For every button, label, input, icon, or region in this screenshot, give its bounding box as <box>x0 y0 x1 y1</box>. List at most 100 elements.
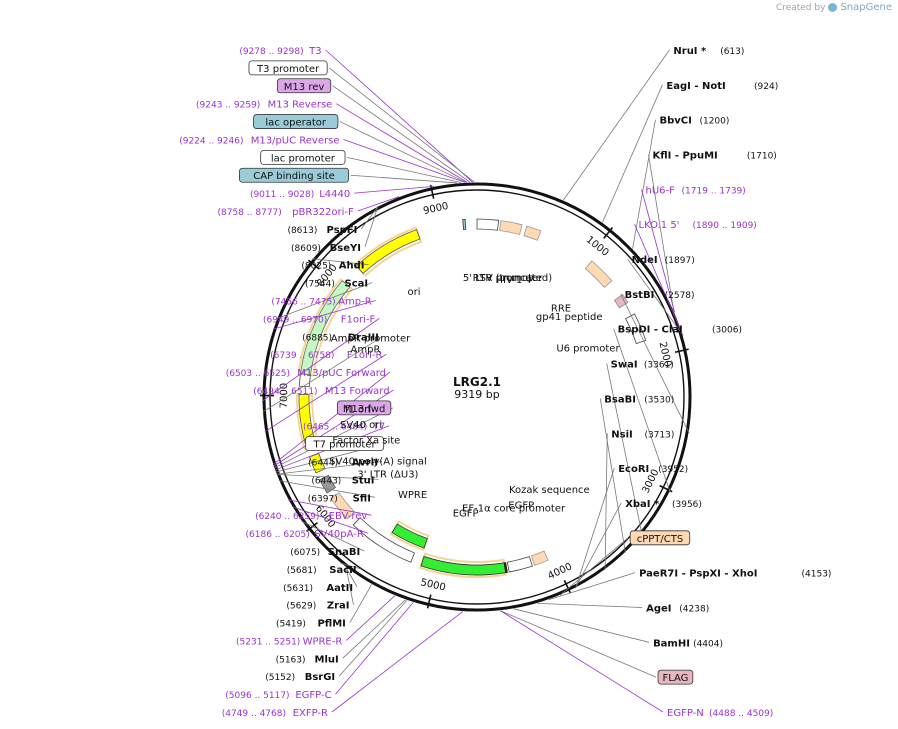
enzyme-sacii[interactable]: SacII(5681) <box>287 565 357 576</box>
label-coord: (1710) <box>747 152 777 162</box>
inner-label-gp41-peptide-4: gp41 peptide <box>536 312 603 323</box>
primer-f1ori-r[interactable]: F1ori-R(6739 .. 6758) <box>270 350 382 361</box>
enzyme-paer7i-pspxi-xhoi[interactable]: PaeR7I - PspXI - XhoI(4153) <box>639 569 831 580</box>
enzyme-mlui[interactable]: MluI(5163) <box>276 654 339 665</box>
enzyme-ahdi[interactable]: AhdI(8025) <box>301 261 364 272</box>
primer-pbr322ori-f[interactable]: pBR322ori-F(8758 .. 8777) <box>218 207 355 218</box>
label-coord: (4153) <box>802 570 832 580</box>
feature-ef-1-core-promoter-7[interactable] <box>506 556 533 573</box>
inner-label-wpre-10: WPRE <box>398 490 427 501</box>
backbone-rings <box>262 182 692 612</box>
label-name: F1ori-R <box>347 350 383 361</box>
enzyme-pspfi[interactable]: PspFI(8613) <box>287 225 357 236</box>
feature-egfp-8[interactable] <box>420 555 507 576</box>
feature-cppt-cts-6[interactable] <box>530 550 549 566</box>
feature-ori-18[interactable] <box>355 229 421 274</box>
feature-ampr-17[interactable] <box>300 280 351 376</box>
label-name: T7 <box>372 422 385 433</box>
feature-tag-flag[interactable]: FLAG <box>657 669 694 685</box>
feature-box-cap-binding-site <box>239 167 350 183</box>
feature-tag-m13-fwd[interactable]: M13 fwd <box>337 400 392 416</box>
feature-wpre-11[interactable] <box>352 517 416 563</box>
feature-tag-lac-operator[interactable]: lac operator <box>253 114 339 129</box>
primer-f1ori-f[interactable]: F1ori-F(6949 .. 6970) <box>263 314 376 325</box>
enzyme-scai[interactable]: ScaI(7544) <box>305 279 368 290</box>
enzyme-swai[interactable]: SwaI(3361) <box>611 360 674 371</box>
primer-lko-1-5[interactable]: LKO.1 5'(1890 .. 1909) <box>639 220 757 231</box>
inner-label-egfp-9: EGFP <box>453 508 479 519</box>
label-coord: (8613) <box>287 226 317 236</box>
primer-l4440[interactable]: L4440(9011 .. 9028) <box>250 189 350 200</box>
feature-rsv-promoter-0[interactable] <box>476 218 500 231</box>
enzyme-bsrgi[interactable]: BsrGI(5152) <box>265 672 335 683</box>
leader-nsii <box>604 433 608 570</box>
primer-egfp-n[interactable]: EGFP-N(4488 .. 4509) <box>667 708 773 719</box>
enzyme-bseyi[interactable]: BseYI(8609) <box>291 243 361 254</box>
label-coord: (3361) <box>644 361 674 371</box>
enzyme-aatii[interactable]: AatII(5631) <box>283 583 353 594</box>
label-name: EagI - NotI <box>666 81 725 92</box>
enzyme-eagi-noti[interactable]: EagI - NotI(924) <box>666 81 778 92</box>
feature-egfp-10[interactable] <box>391 523 428 549</box>
enzyme-bbvci[interactable]: BbvCI(1200) <box>659 116 729 127</box>
primer-m13-puc-reverse[interactable]: M13/pUC Reverse(9224 .. 9246) <box>179 135 339 146</box>
primer-amp-r[interactable]: Amp-R(7456 .. 7475) <box>271 296 371 307</box>
enzyme-ecori[interactable]: EcoRI(3952) <box>618 464 688 475</box>
primer-sv40pa-r[interactable]: SV40pA-R(6186 .. 6205) <box>246 529 364 540</box>
feature-gp41-peptide-4[interactable] <box>613 293 629 309</box>
leader-f1ori-f <box>261 318 380 402</box>
primer-t7[interactable]: T7(6465 .. 6484) <box>303 422 385 433</box>
enzyme-nsii[interactable]: NsiI(3713) <box>611 429 674 440</box>
feature-tag-t7-promoter[interactable]: T7 promoter <box>305 436 385 452</box>
enzyme-ndei[interactable]: NdeI(1897) <box>632 255 695 266</box>
primer-m13-forward[interactable]: M13 Forward(6494 .. 6511) <box>253 386 389 397</box>
label-name: SfiI <box>353 493 371 504</box>
feature-tag-cap-binding-site[interactable]: CAP binding site <box>239 167 350 183</box>
feature-5-ltr-truncated-1[interactable] <box>499 220 523 235</box>
feature-hiv-1-2[interactable] <box>523 225 542 241</box>
feature-tag-lac-promoter[interactable]: lac promoter <box>260 149 346 165</box>
enzyme-snabi[interactable]: SnaBI(6075) <box>290 547 360 558</box>
feature-rre-3[interactable] <box>584 260 613 288</box>
leader-avrii <box>276 461 383 475</box>
feature-u6-promoter-5[interactable] <box>625 313 647 345</box>
enzyme-agei[interactable]: AgeI(4238) <box>646 603 709 614</box>
primer-egfp-c[interactable]: EGFP-C(5096 .. 5117) <box>225 690 331 701</box>
enzyme-bspdi-clai[interactable]: BspDI - ClaI(3006) <box>618 325 742 336</box>
primer-ebv-rev[interactable]: EBV-rev(6240 .. 6259) <box>255 511 367 522</box>
enzyme-avrii[interactable]: AvrII(6444) <box>308 458 378 469</box>
enzyme-xbai[interactable]: XbaI *(3956) <box>625 499 702 510</box>
enzyme-zrai[interactable]: ZraI(5629) <box>286 601 349 612</box>
enzyme-kfli-ppumi[interactable]: KflI - PpuMI (1710) <box>652 151 776 162</box>
primer-wpre-r[interactable]: WPRE-R(5231 .. 5251) <box>236 636 342 647</box>
label-coord: (4749 .. 4768) <box>222 709 286 719</box>
enzyme-nrui[interactable]: NruI *(613) <box>673 46 744 57</box>
label-coord: (6503 .. 6525) <box>226 369 290 379</box>
leader-bbvci <box>632 119 656 249</box>
enzyme-draiii[interactable]: DraIII(6885) <box>302 332 379 343</box>
leader-aatii <box>345 567 358 587</box>
label-name: KflI - PpuMI <box>652 151 717 162</box>
primer-m13-puc-forward[interactable]: M13/pUC Forward(6503 .. 6525) <box>226 368 386 379</box>
feature-3-ltr-u3-12[interactable] <box>330 492 356 520</box>
leader-f1ori-r <box>264 353 387 433</box>
enzyme-bamhi[interactable]: BamHI(4404) <box>653 638 723 649</box>
feature-tag-t3-promoter[interactable]: T3 promoter <box>248 60 328 76</box>
primer-exfp-r[interactable]: EXFP-R(4749 .. 4768) <box>222 708 328 719</box>
label-coord: (3713) <box>644 430 674 440</box>
feature-sv40-ori-14[interactable] <box>308 453 326 474</box>
feature-lac-operator-19[interactable] <box>462 218 467 230</box>
feature-kozak-sequence-9[interactable] <box>503 562 508 574</box>
primer-t3[interactable]: T3(9278 .. 9298) <box>239 46 321 57</box>
enzyme-bsabi[interactable]: BsaBI(3530) <box>604 394 674 405</box>
enzyme-pflmi[interactable]: PflMI(5419) <box>276 619 346 630</box>
enzyme-stui[interactable]: StuI(6443) <box>311 475 374 486</box>
primer-m13-reverse[interactable]: M13 Reverse(9243 .. 9259) <box>196 100 332 111</box>
enzyme-sfii[interactable]: SfiI(6397) <box>308 493 371 504</box>
inner-label-rsv-promoter-0: RSV promoter <box>473 273 544 284</box>
label-coord: (8025) <box>301 262 331 272</box>
feature-tag-cppt-cts[interactable]: cPPT/CTS <box>629 530 691 546</box>
feature-tag-m13-rev[interactable]: M13 rev <box>276 78 332 94</box>
enzyme-bstbi[interactable]: BstBI(2578) <box>625 290 695 301</box>
primer-hu6-f[interactable]: hU6-F(1719 .. 1739) <box>646 185 746 196</box>
